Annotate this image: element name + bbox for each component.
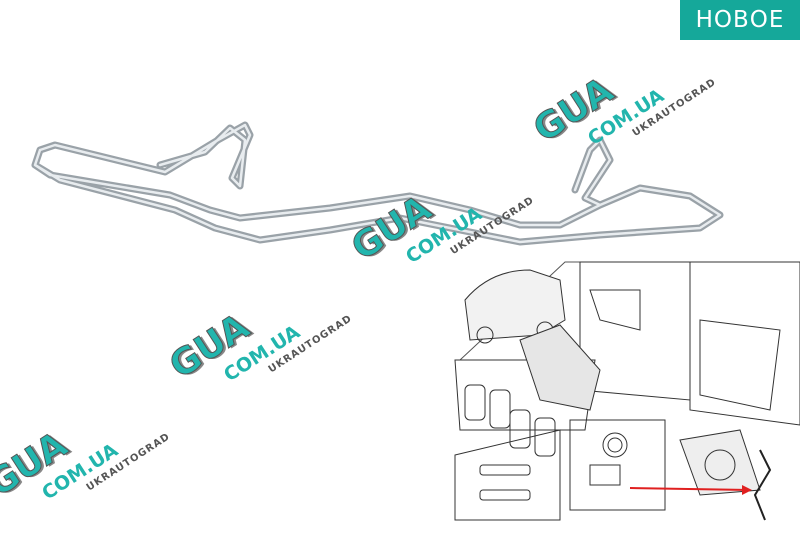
red-arrow-icon bbox=[629, 485, 752, 495]
spring-clip-icon bbox=[31, 121, 724, 246]
new-badge: НОВОЕ bbox=[680, 0, 800, 40]
brake-caliper-exploded-diagram-icon bbox=[454, 261, 800, 521]
